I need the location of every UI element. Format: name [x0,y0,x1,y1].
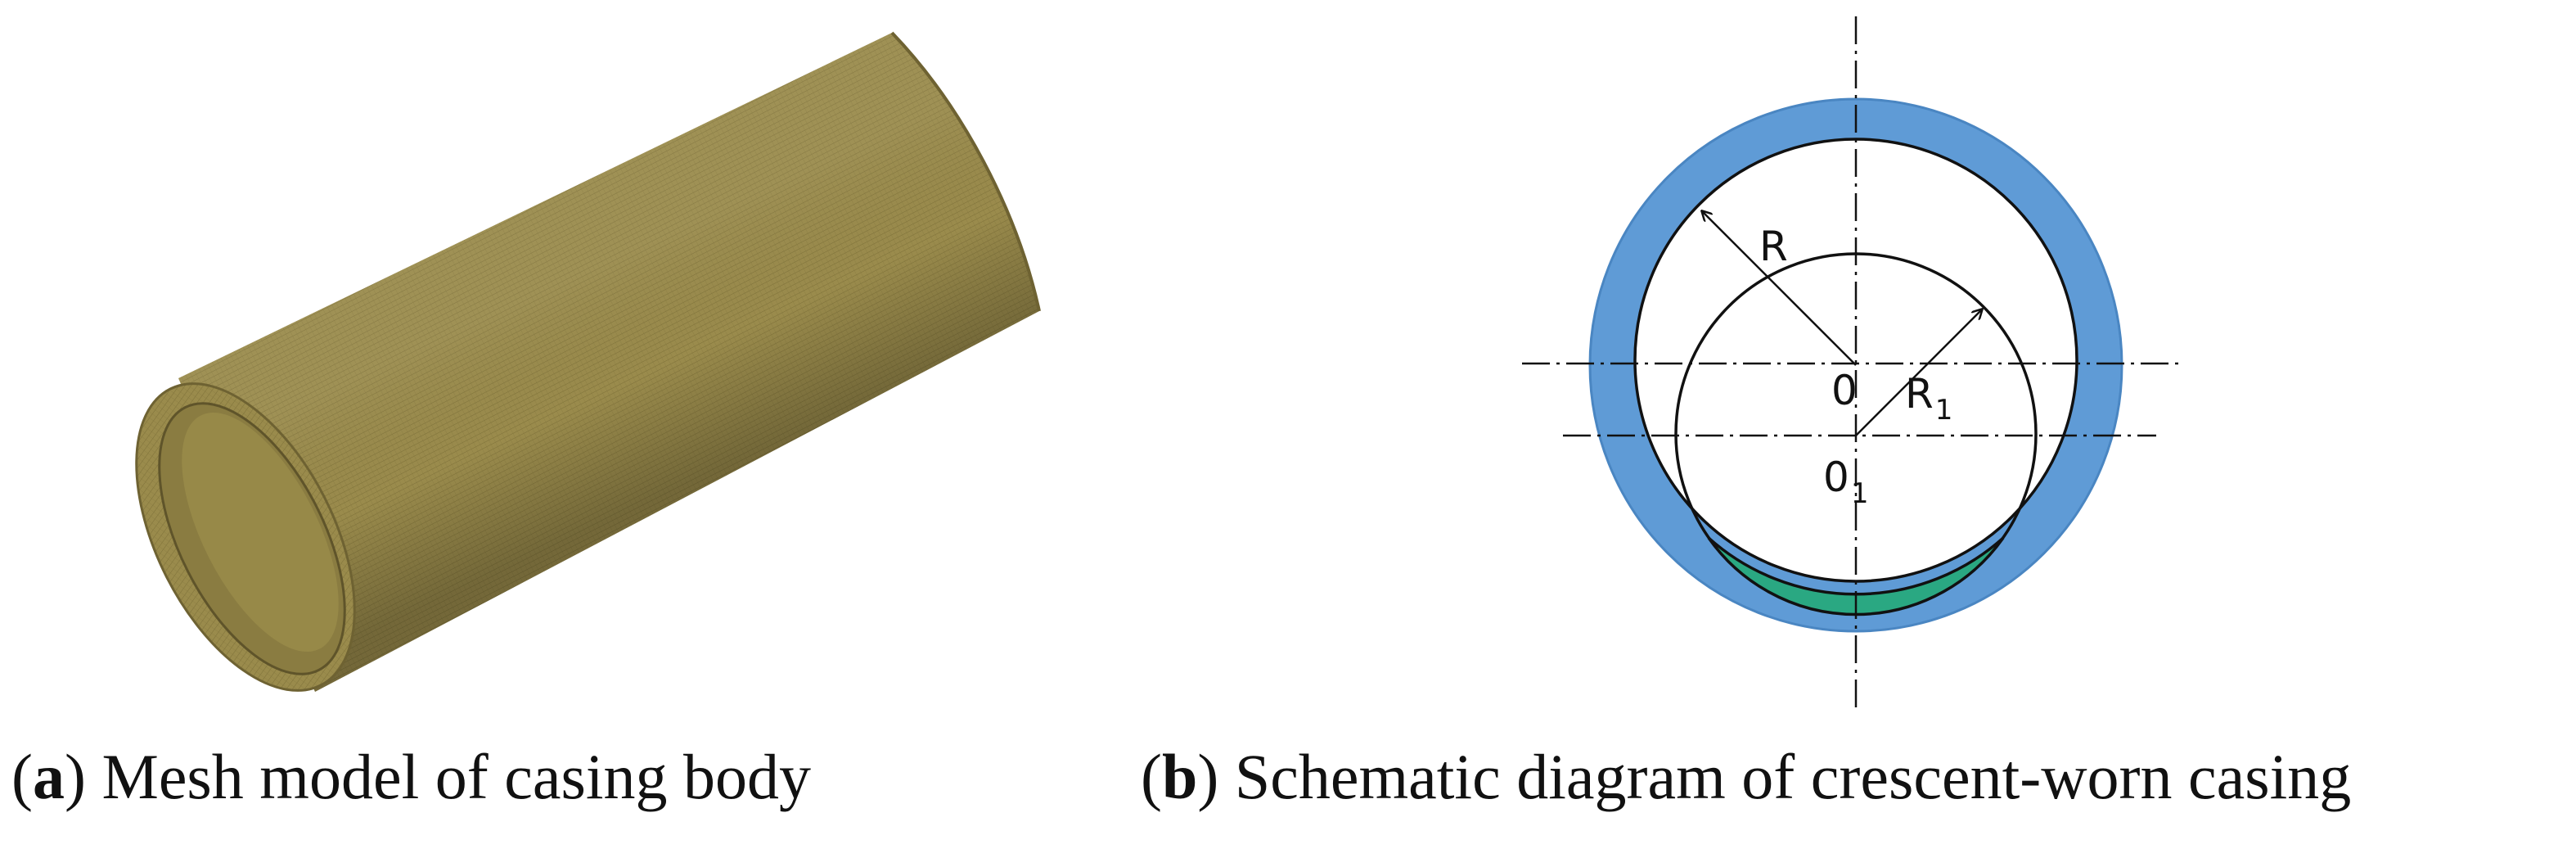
label-o1-main: 0 [1823,454,1849,501]
pipe-body-shade [178,33,1039,692]
label-center-o: 0 [1831,367,1858,414]
caption-a: (a) Mesh model of casing body [11,741,811,812]
worn-crescent-overlay [1707,536,2005,616]
pipe-far-end-edge [890,31,1041,312]
radius-r-arrow [1702,211,1857,366]
label-r: R [1759,223,1788,270]
panel-b: R 0 R1 01 (b) Schematic diagram of cresc… [1129,0,2576,858]
label-o1-sub: 1 [1851,477,1869,510]
label-r1: R1 [1905,370,1952,427]
label-center-o1: 01 [1823,454,1868,510]
pipe-inner-shadow [182,412,339,653]
caption-b: (b) Schematic diagram of crescent-worn c… [1141,741,2352,812]
radius-r1-arrow [1855,309,1982,436]
casing-schematic: R 0 R1 01 [1522,16,2185,712]
mesh-pipe-illustration [135,31,1041,692]
panel-a: (a) Mesh model of casing body [0,0,1146,858]
casing-outer-edge [1588,97,2123,633]
label-r1-main: R [1905,370,1934,418]
label-r1-sub: 1 [1935,394,1953,427]
